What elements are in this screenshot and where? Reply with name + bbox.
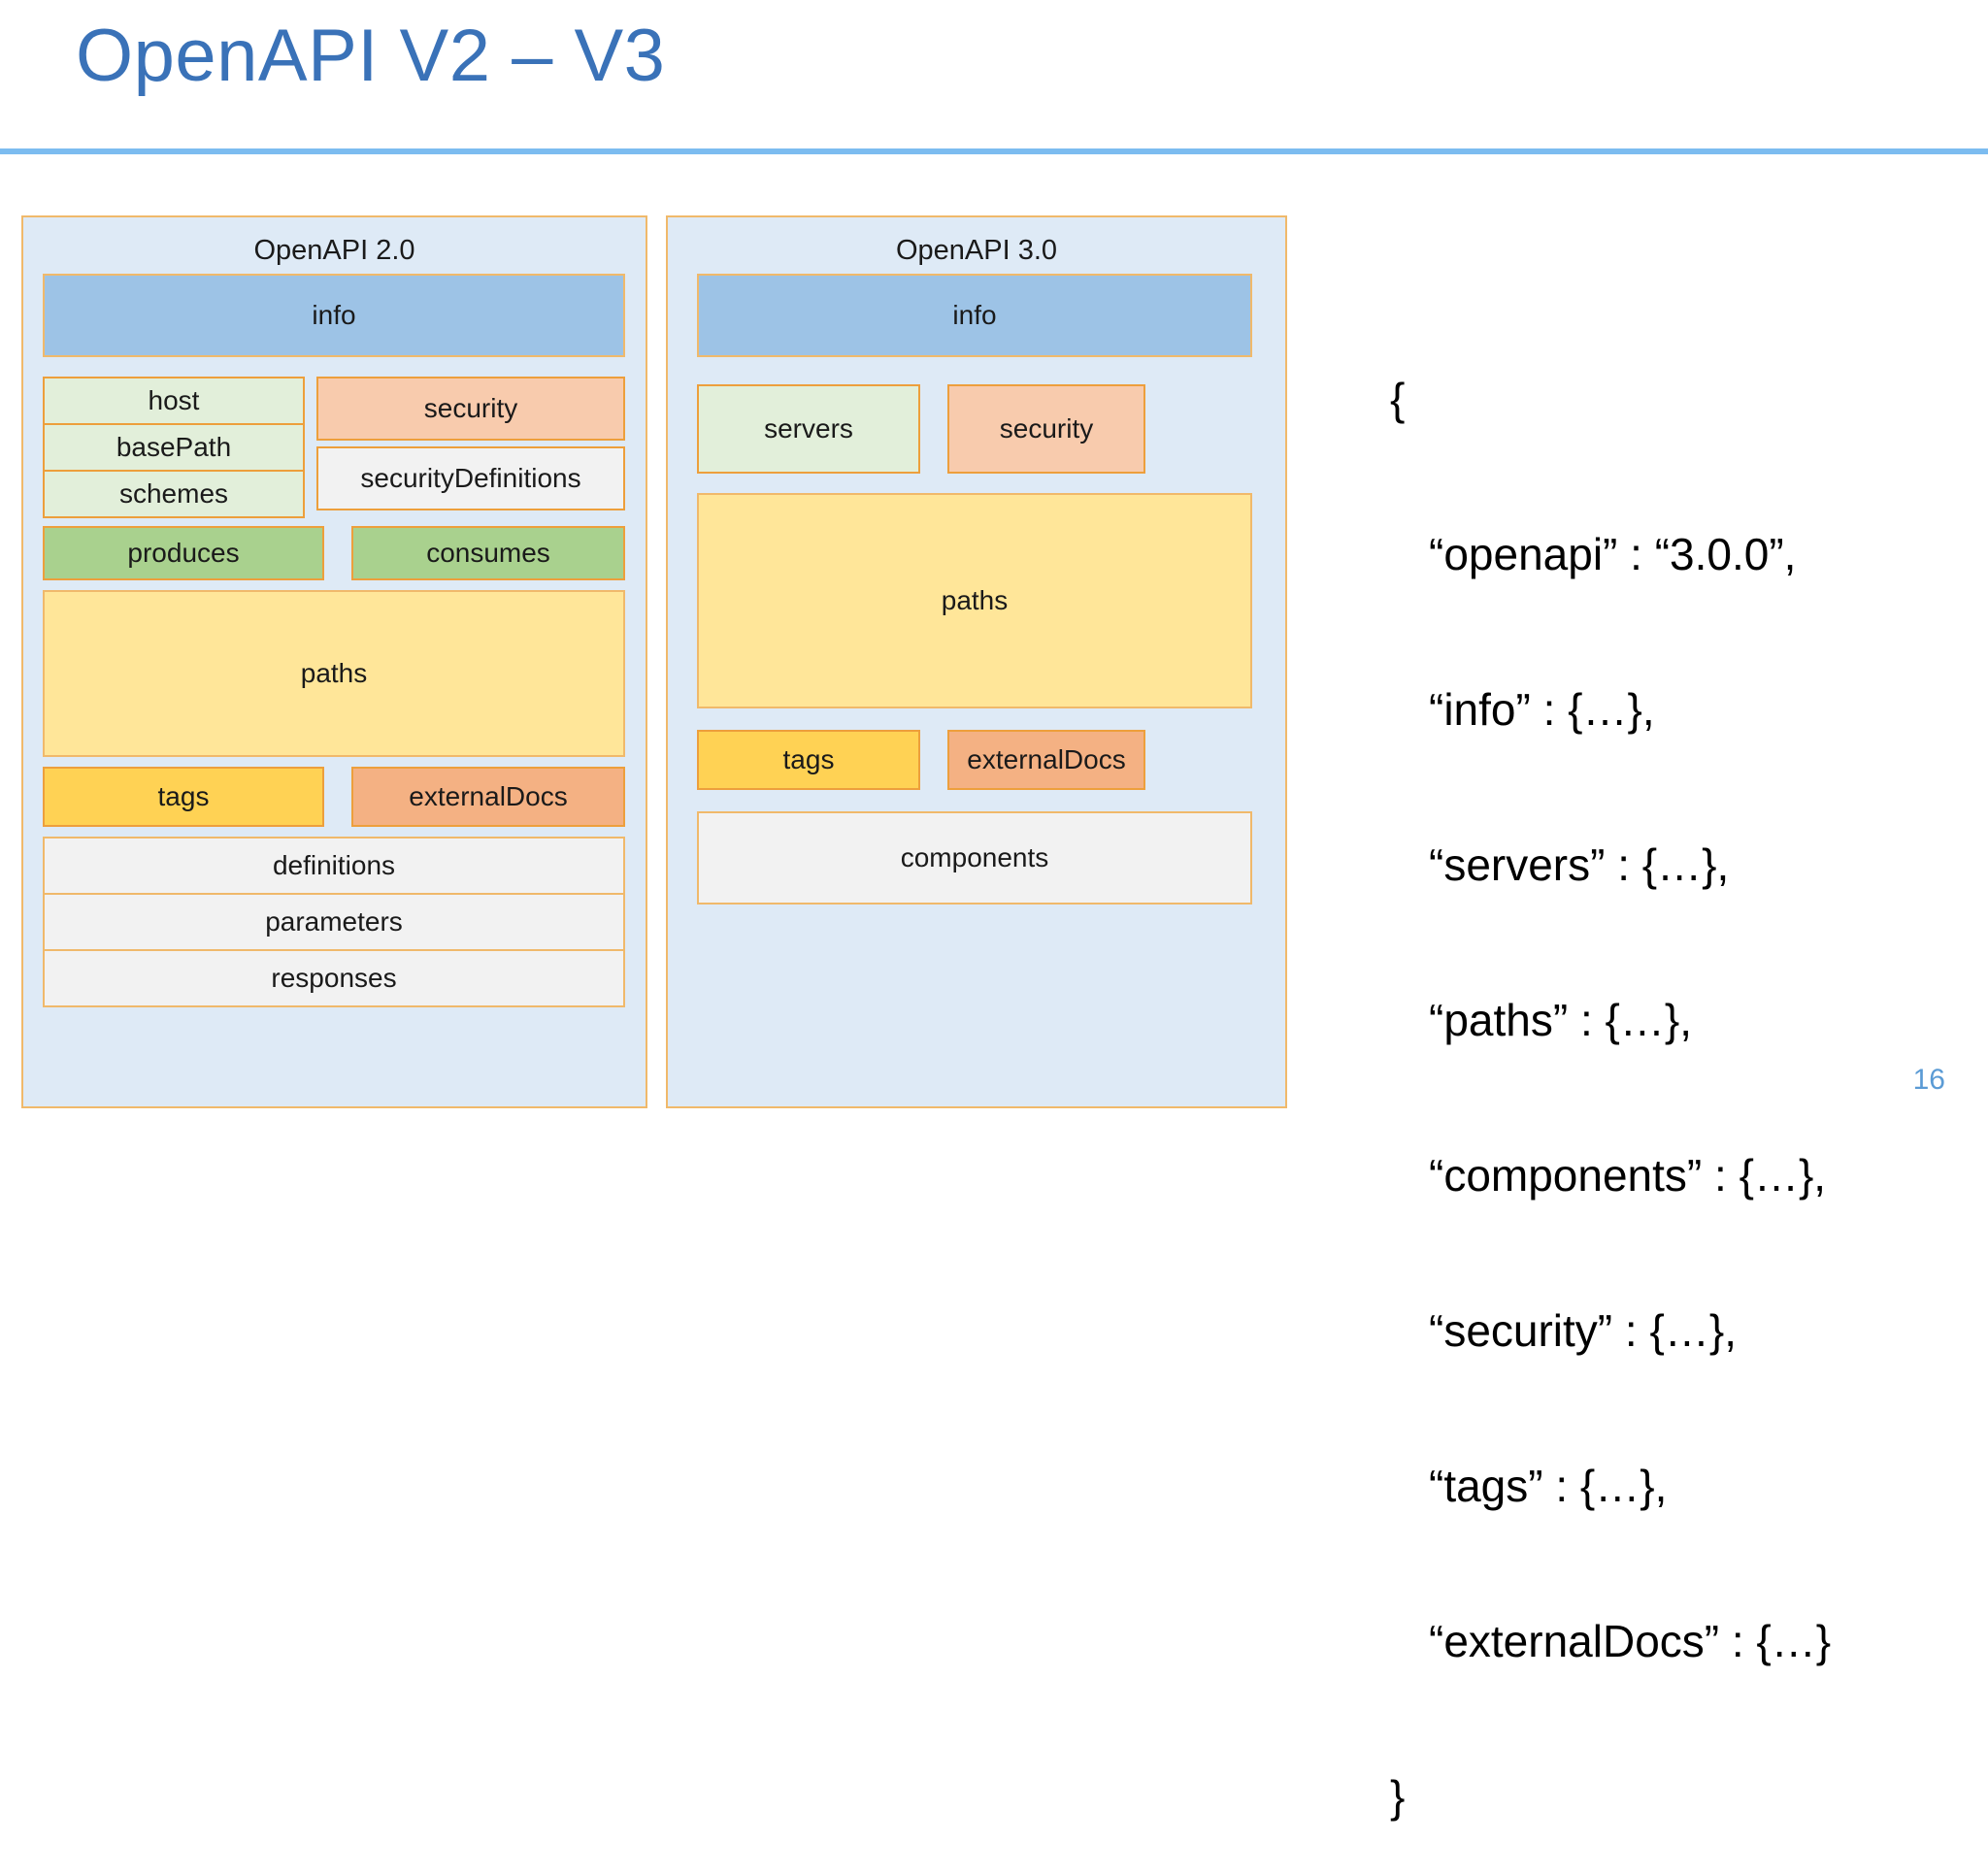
json-line-9: } [1390,1771,1406,1823]
page-number: 16 [1912,1064,1945,1096]
json-line-5: “components” : {…}, [1429,1150,1827,1201]
json-line-8: “externalDocs” : {…} [1429,1616,1832,1667]
openapi-2-panel: OpenAPI 2.0 info host basePath schemes s… [21,215,647,1108]
json-line-1: “openapi” : “3.0.0”, [1429,528,1797,579]
host-group-v2: host basePath schemes [43,377,305,518]
box-components-v3[interactable]: components [697,811,1252,905]
box-consumes-v2[interactable]: consumes [351,526,625,580]
title-divider [0,148,1988,154]
box-basepath-v2[interactable]: basePath [43,423,305,472]
json-line-4: “paths” : {…}, [1429,995,1693,1046]
openapi-3-panel-title: OpenAPI 3.0 [895,235,1058,266]
json-line-0: { [1390,373,1406,424]
openapi-2-panel-title: OpenAPI 2.0 [253,235,415,266]
box-parameters-v2[interactable]: parameters [43,893,625,951]
json-line-2: “info” : {…}, [1429,683,1655,735]
box-security-v2[interactable]: security [316,377,625,441]
page-title: OpenAPI V2 – V3 [76,15,666,97]
box-paths-v3[interactable]: paths [697,493,1252,708]
box-responses-v2[interactable]: responses [43,949,625,1007]
box-security-v3[interactable]: security [947,384,1145,474]
box-definitions-v2[interactable]: definitions [43,837,625,895]
box-securitydefinitions-v2[interactable]: securityDefinitions [316,446,625,510]
box-produces-v2[interactable]: produces [43,526,324,580]
json-line-6: “security” : {…}, [1429,1305,1737,1357]
box-externaldocs-v3[interactable]: externalDocs [947,730,1145,790]
box-tags-v2[interactable]: tags [43,767,324,827]
box-info-v2[interactable]: info [43,274,625,357]
box-externaldocs-v2[interactable]: externalDocs [351,767,625,827]
json-line-3: “servers” : {…}, [1429,839,1730,890]
box-schemes-v2[interactable]: schemes [43,470,305,518]
box-servers-v3[interactable]: servers [697,384,920,474]
box-tags-v3[interactable]: tags [697,730,920,790]
box-info-v3[interactable]: info [697,274,1252,357]
json-snippet: { “openapi” : “3.0.0”, “info” : {…}, “se… [1390,270,1972,1875]
openapi-3-panel: OpenAPI 3.0 info servers security paths … [666,215,1287,1108]
box-paths-v2[interactable]: paths [43,590,625,757]
box-host-v2[interactable]: host [43,377,305,425]
json-line-7: “tags” : {…}, [1429,1461,1668,1512]
definitions-group-v2: definitions parameters responses [43,837,625,1007]
